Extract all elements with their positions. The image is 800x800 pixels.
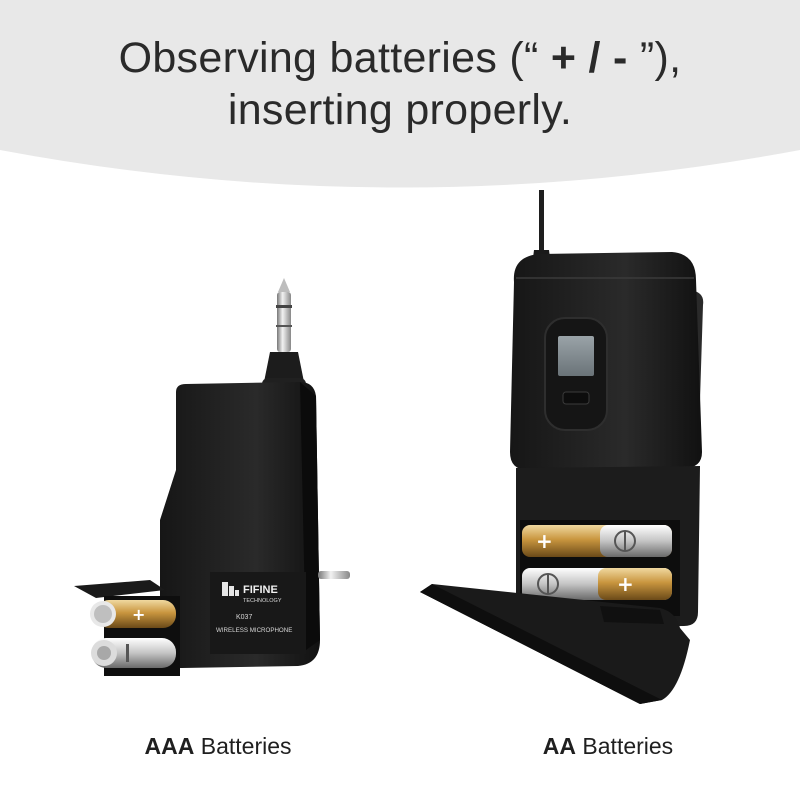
aaa-battery-plus-label: + — [132, 605, 145, 624]
caption-aaa-bold: AAA — [144, 733, 195, 759]
lcd-display — [558, 336, 594, 376]
model-number: K037 — [236, 614, 252, 621]
brand-name: FIFINE — [243, 584, 278, 596]
aa-battery-bottom: + — [522, 568, 672, 600]
set-button — [562, 391, 590, 405]
aa-battery-top: + — [522, 525, 672, 557]
caption-aaa-batteries: AAA Batteries — [68, 733, 368, 760]
audio-plug — [262, 278, 306, 400]
headline-text-end: ”), — [627, 34, 682, 82]
headline-line-1: Observing batteries (“ + / - ”), — [0, 32, 800, 84]
fifine-logo-icon — [222, 582, 239, 596]
brand-subtitle: TECHNOLOGY — [243, 598, 282, 604]
header-banner — [0, 0, 800, 188]
headline: Observing batteries (“ + / - ”), inserti… — [0, 32, 800, 136]
receiver-device: + FIFINE TECHNOLOGY K037 WIRELESS MICROP… — [74, 278, 350, 676]
aa-battery-plus-label-bottom: + — [617, 572, 634, 596]
caption-aaa-text: Batteries — [194, 733, 292, 759]
product-label: WIRELESS MICROPHONE — [216, 627, 292, 634]
aaa-battery-silver — [91, 638, 176, 668]
polarity-symbols: + / - — [550, 34, 628, 82]
transmitter-device: + + — [420, 190, 704, 704]
aaa-battery-gold: + — [90, 600, 176, 628]
headline-text-start: Observing batteries (“ — [118, 34, 551, 82]
receiver-label-plate: FIFINE TECHNOLOGY K037 WIRELESS MICROPHO… — [210, 572, 306, 654]
caption-aa-batteries: AA Batteries — [458, 733, 758, 760]
headline-line-2: inserting properly. — [227, 86, 573, 134]
caption-aa-bold: AA — [542, 733, 577, 759]
aa-battery-plus-label-top: + — [536, 529, 553, 553]
caption-aa-text: Batteries — [576, 733, 674, 759]
product-scene: + FIFINE TECHNOLOGY K037 WIRELESS MICROP… — [74, 190, 704, 704]
